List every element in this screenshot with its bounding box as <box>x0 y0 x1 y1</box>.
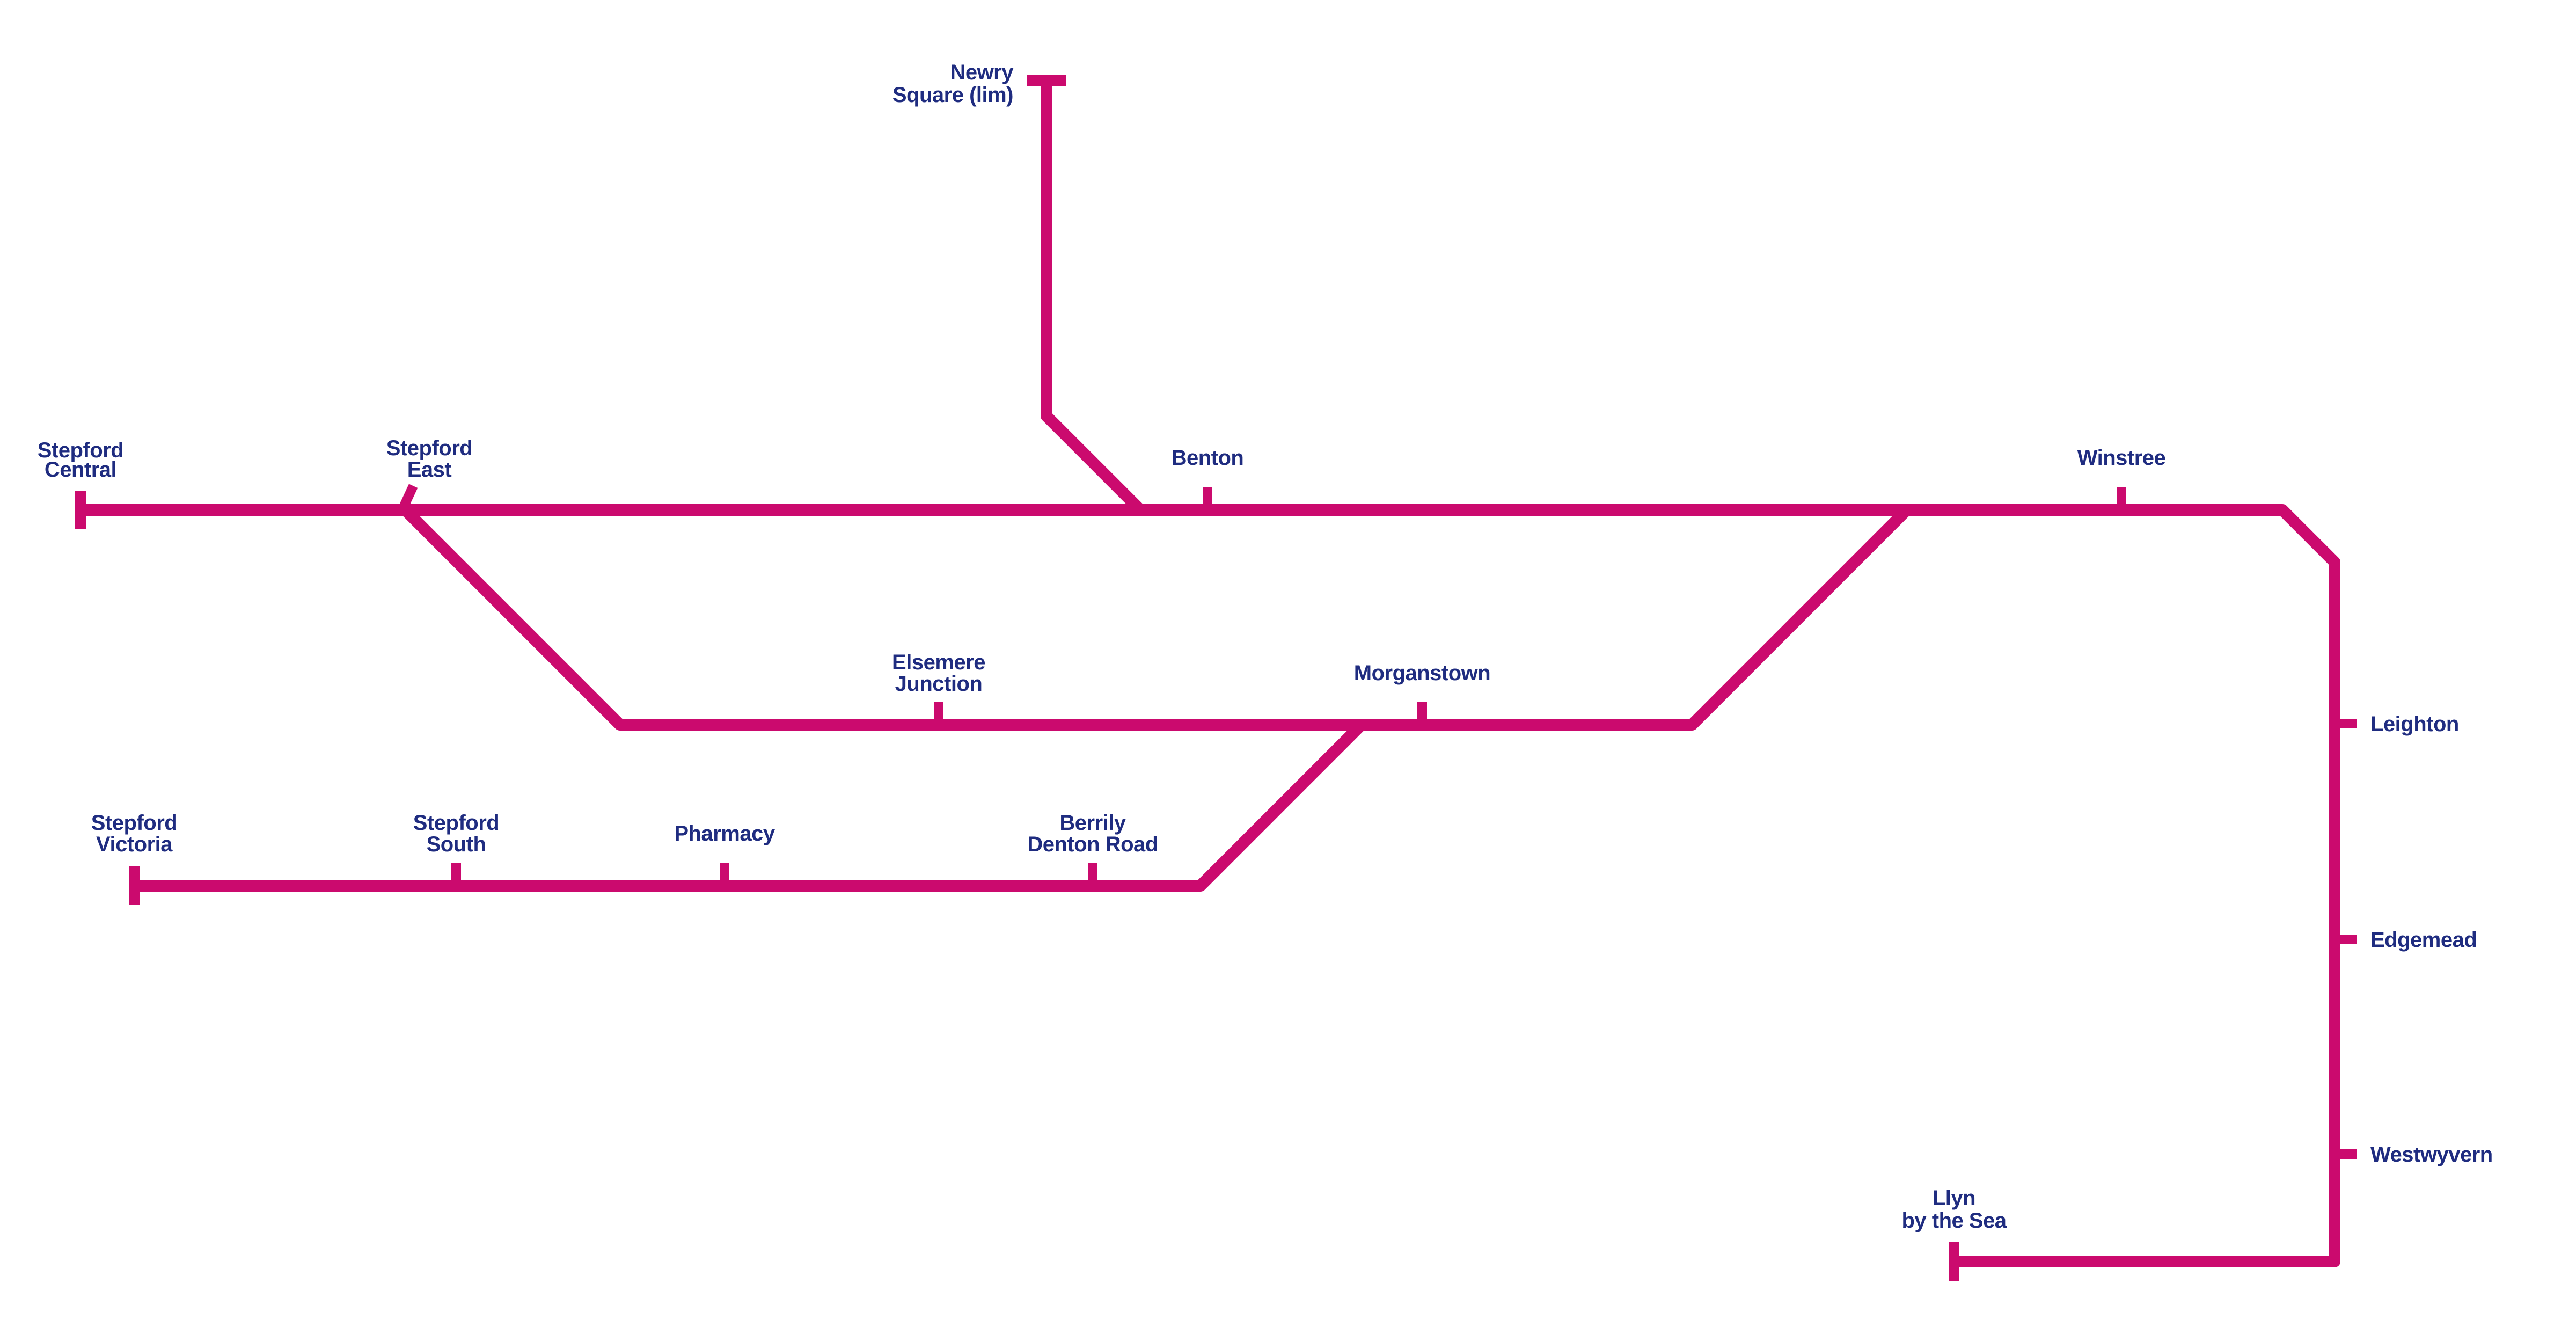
station-terminus-stepford-victoria <box>129 866 140 905</box>
station-stepford-victoria <box>129 866 140 905</box>
station-tick-stepford-south <box>451 863 461 886</box>
route-victoria-branch <box>134 720 1366 892</box>
station-label-winstree-line1: Winstree <box>2077 446 2166 470</box>
station-label-newry-square-line1: Newry <box>950 61 1014 84</box>
station-label-newry-square-line2: Square (lim) <box>892 83 1013 107</box>
station-label-elsemere-junction-line1: Elsemere <box>892 651 985 674</box>
station-newry-square <box>1027 75 1066 86</box>
station-label-westwyvern-line1: Westwyvern <box>2370 1143 2493 1166</box>
station-markers <box>75 75 2357 1281</box>
station-winstree <box>2117 487 2126 510</box>
station-label-stepford-south-line1: Stepford <box>413 811 499 835</box>
station-label-elsemere-junction-line2: Junction <box>895 672 983 696</box>
station-label-benton-line1: Benton <box>1172 446 1244 470</box>
station-label-berrily-denton-road-line1: Berrily <box>1059 811 1126 835</box>
station-label-leighton-line1: Leighton <box>2370 712 2459 736</box>
station-label-edgemead-line1: Edgemead <box>2370 928 2477 952</box>
station-stepford-east <box>398 484 418 512</box>
station-label-morganstown-line1: Morganstown <box>1354 661 1490 685</box>
station-label-stepford-south-line2: South <box>427 833 486 856</box>
route-elsemere-loop <box>401 506 1911 731</box>
station-tick-leighton <box>2334 719 2357 728</box>
station-leighton <box>2334 719 2357 728</box>
station-label-llyn-by-the-sea-line1: Llyn <box>1933 1186 1975 1210</box>
route-main-line <box>80 504 2340 1267</box>
station-label-berrily-denton-road-line2: Denton Road <box>1027 833 1158 856</box>
station-tick-elsemere-junction <box>934 702 943 725</box>
station-label-stepford-central-line2: Central <box>45 458 116 482</box>
station-label-stepford-east-line2: East <box>407 458 452 482</box>
station-tick-edgemead <box>2334 935 2357 944</box>
route-newry-branch <box>1041 81 1145 514</box>
station-terminus-llyn-by-the-sea <box>1949 1242 1959 1281</box>
station-terminus-stepford-central <box>75 491 86 529</box>
station-label-stepford-central-line1: Stepford <box>38 439 123 462</box>
station-morganstown <box>1417 702 1427 725</box>
station-label-stepford-east-line1: Stepford <box>386 436 472 460</box>
station-stepford-south <box>451 863 461 886</box>
station-tick-winstree <box>2117 487 2126 510</box>
station-tick-morganstown <box>1417 702 1427 725</box>
station-terminus-newry-square <box>1027 75 1066 86</box>
station-tick-pharmacy <box>720 863 729 886</box>
station-tick-westwyvern <box>2334 1149 2357 1159</box>
station-label-stepford-victoria-line1: Stepford <box>91 811 177 835</box>
station-label-pharmacy-line1: Pharmacy <box>674 822 775 845</box>
station-edgemead <box>2334 935 2357 944</box>
route-lines <box>80 81 2340 1267</box>
station-westwyvern <box>2334 1149 2357 1159</box>
station-tick-stepford-east <box>398 484 418 512</box>
station-tick-berrily-denton-road <box>1088 863 1097 886</box>
station-label-llyn-by-the-sea-line2: by the Sea <box>1901 1209 2007 1232</box>
station-llyn-by-the-sea <box>1949 1242 1959 1281</box>
station-pharmacy <box>720 863 729 886</box>
station-elsemere-junction <box>934 702 943 725</box>
station-berrily-denton-road <box>1088 863 1097 886</box>
station-benton <box>1203 487 1212 510</box>
station-stepford-central <box>75 491 86 529</box>
station-tick-benton <box>1203 487 1212 510</box>
station-label-stepford-victoria-line2: Victoria <box>96 833 173 856</box>
